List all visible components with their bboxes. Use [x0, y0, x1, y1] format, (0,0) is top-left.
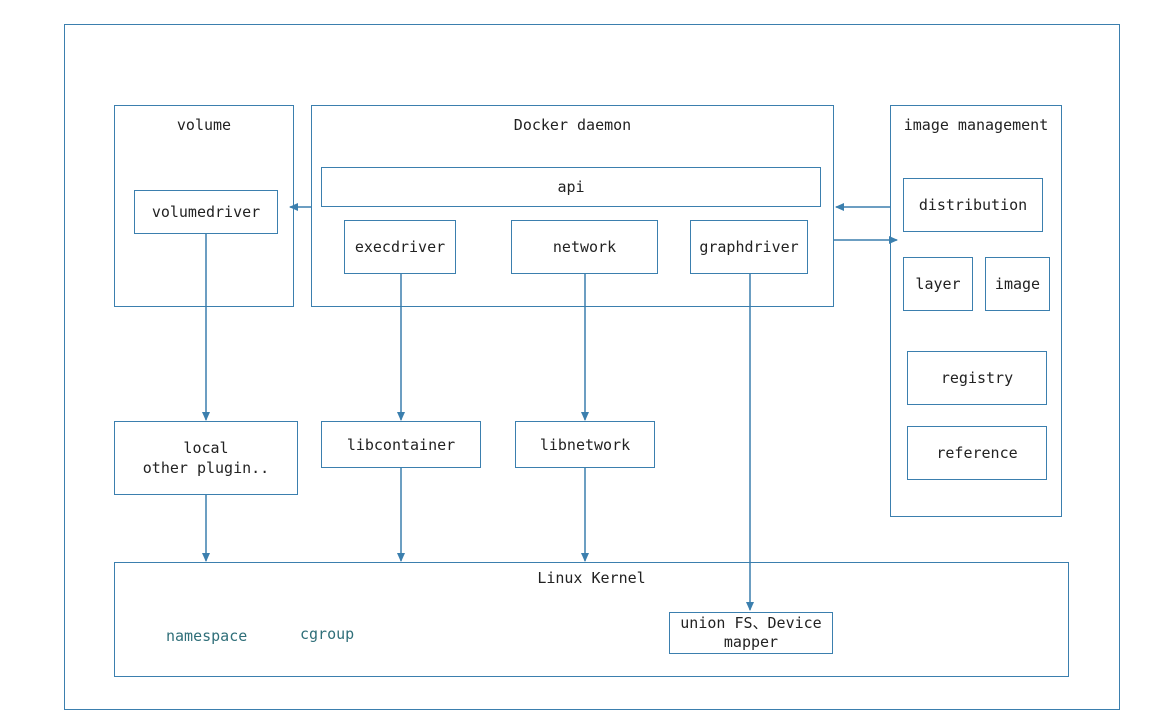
distribution-box: distribution	[903, 178, 1043, 232]
libcontainer-label: libcontainer	[346, 435, 456, 454]
libnetwork-box: libnetwork	[515, 421, 655, 468]
plugins-box: local other plugin..	[114, 421, 298, 495]
libnetwork-label: libnetwork	[539, 435, 631, 454]
cgroup-label: cgroup	[300, 625, 355, 643]
layer-box: layer	[903, 257, 973, 311]
image-management-title: image management	[903, 116, 1049, 134]
libcontainer-box: libcontainer	[321, 421, 481, 468]
volume-title: volume	[176, 116, 232, 134]
network-box: network	[511, 220, 658, 274]
execdriver-box: execdriver	[344, 220, 456, 274]
plugins-line-other: other plugin..	[142, 459, 270, 477]
image-box: image	[985, 257, 1050, 311]
registry-label: registry	[940, 369, 1014, 387]
execdriver-label: execdriver	[354, 238, 446, 256]
union-fs-line-1: union FS、Device	[680, 614, 822, 632]
linux-kernel-title: Linux Kernel	[537, 569, 646, 587]
graphdriver-box: graphdriver	[690, 220, 808, 274]
namespace-label: namespace	[166, 627, 248, 645]
docker-daemon-title: Docker daemon	[513, 116, 632, 134]
distribution-label: distribution	[918, 196, 1028, 214]
graphdriver-label: graphdriver	[699, 238, 799, 256]
reference-label: reference	[936, 444, 1018, 462]
union-fs-line-2: mapper	[723, 633, 779, 651]
layer-label: layer	[915, 275, 961, 293]
reference-box: reference	[907, 426, 1047, 480]
plugins-line-local: local	[183, 439, 229, 457]
plugins-label: local other plugin..	[115, 438, 297, 478]
image-label: image	[994, 275, 1041, 293]
volumedriver-box: volumedriver	[134, 190, 278, 234]
network-label: network	[552, 238, 617, 256]
api-box: api	[321, 167, 821, 207]
union-fs-label: union FS、Device mapper	[670, 614, 832, 652]
volumedriver-label: volumedriver	[151, 203, 261, 221]
linux-kernel-group: Linux Kernel	[114, 562, 1069, 677]
registry-box: registry	[907, 351, 1047, 405]
api-label: api	[557, 178, 585, 196]
union-fs-box: union FS、Device mapper	[669, 612, 833, 654]
